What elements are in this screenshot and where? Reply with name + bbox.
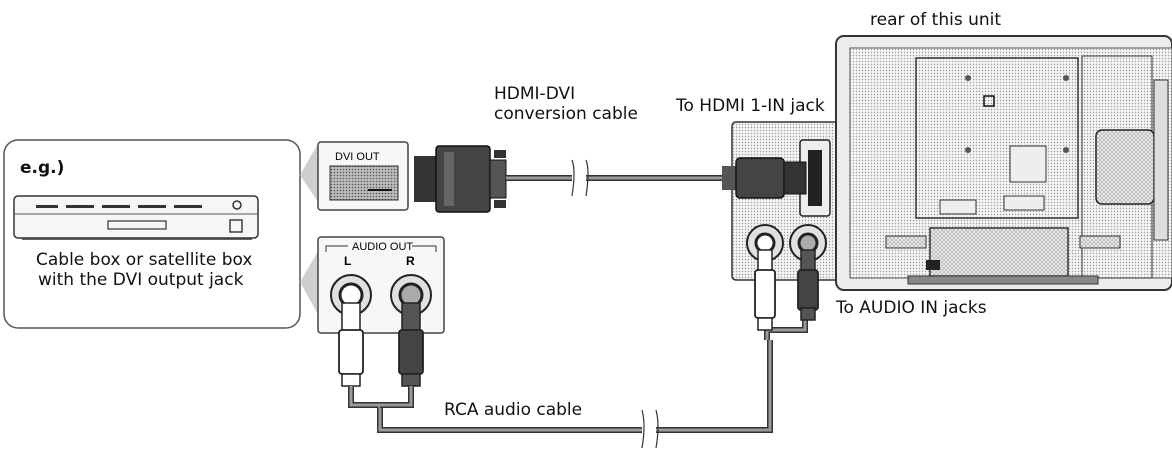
cable-label-line2: conversion cable (494, 104, 638, 124)
dvi-out-label: DVI OUT (335, 151, 380, 163)
hdmi-jack-label: To HDMI 1-IN jack (676, 96, 825, 116)
cable-label-line1: HDMI-DVI (494, 84, 576, 104)
audio-left-label: L (344, 254, 351, 268)
audio-in-label: To AUDIO IN jacks (836, 298, 987, 318)
hdmi-dvi-cable (506, 159, 722, 197)
rca-plug-tv-icon (754, 249, 819, 331)
rear-unit-label: rear of this unit (870, 10, 1002, 30)
dvi-plug-icon (414, 145, 507, 213)
set-top-box-icon (13, 195, 259, 240)
rca-audio-cable (348, 320, 808, 449)
example-label: e.g.) (20, 158, 65, 178)
callout-pointers (300, 140, 320, 318)
audio-out-label: AUDIO OUT (352, 241, 413, 253)
device-label-line1: Cable box or satellite box (36, 250, 253, 270)
tv-rear-icon (835, 35, 1172, 291)
hdmi-plug-icon (722, 157, 807, 199)
rca-plug-icon (338, 302, 424, 387)
device-label-line2: with the DVI output jack (38, 270, 244, 290)
rca-cable-label: RCA audio cable (444, 400, 583, 420)
tv-jack-panel (731, 121, 841, 281)
dvi-out-port (317, 141, 409, 211)
audio-right-label: R (406, 254, 415, 268)
